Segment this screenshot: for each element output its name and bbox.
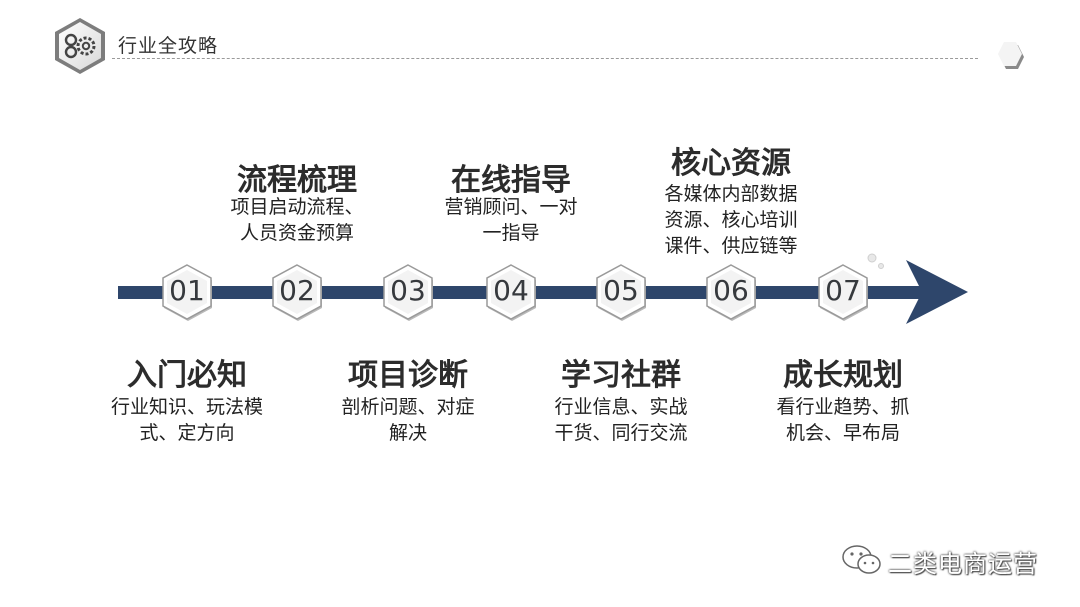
step-node-hexagon <box>596 264 646 321</box>
step-description: 剖析问题、对症 解决 <box>341 396 475 444</box>
step-description: 行业知识、玩法模 式、定方向 <box>110 396 263 444</box>
step-node-hexagon <box>486 264 536 321</box>
step-title: 核心资源 <box>671 146 791 181</box>
step-title: 学习社群 <box>561 358 681 393</box>
step-title: 项目诊断 <box>348 358 468 393</box>
step-title: 入门必知 <box>127 358 247 393</box>
step-node-hexagon <box>383 264 433 321</box>
header-divider <box>112 58 978 59</box>
step-description: 各媒体内部数据 资源、核心培训 课件、供应链等 <box>664 183 798 257</box>
gears-icon <box>55 18 105 74</box>
step-number: 05 <box>603 274 639 307</box>
step-node-hexagon <box>272 264 322 321</box>
step-node-hexagon <box>706 264 756 321</box>
step-number: 01 <box>169 274 205 307</box>
step-node-hexagon <box>162 264 212 321</box>
step-node-hexagon <box>818 264 868 321</box>
step-number: 02 <box>279 274 315 307</box>
step-description: 项目启动流程、 人员资金预算 <box>230 196 364 244</box>
step-number: 07 <box>825 274 861 307</box>
step-title: 流程梳理 <box>237 163 357 198</box>
step-title: 在线指导 <box>451 163 571 198</box>
corner-hexagon-decoration <box>998 42 1024 69</box>
watermark: 二类电商运营 <box>840 540 1060 580</box>
step-description: 看行业趋势、抓 机会、早布局 <box>776 396 910 444</box>
step-description: 营销顾问、一对 一指导 <box>444 196 578 244</box>
step-description: 行业信息、实战 干货、同行交流 <box>554 396 688 444</box>
watermark-text: 二类电商运营 <box>888 550 1038 578</box>
page-title: 行业全攻略 <box>118 35 219 57</box>
step-number: 04 <box>493 274 529 307</box>
step-title: 成长规划 <box>783 358 903 393</box>
step-number: 03 <box>390 274 426 307</box>
wechat-icon <box>842 545 881 574</box>
step-number: 06 <box>713 274 749 307</box>
